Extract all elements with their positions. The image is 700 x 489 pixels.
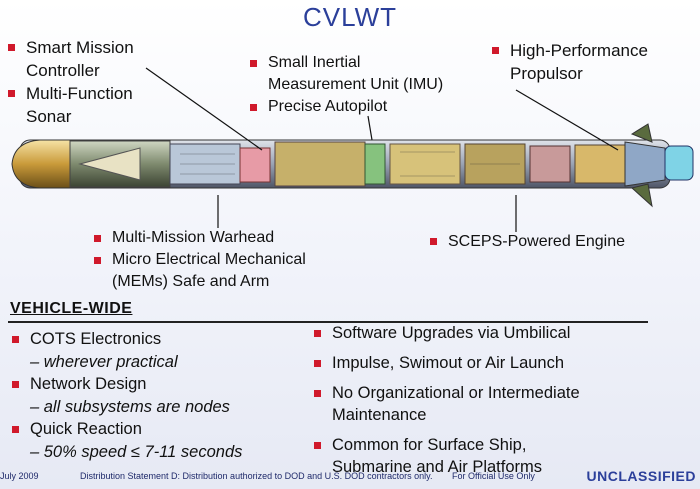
page-title: CVLWT: [302, 2, 398, 32]
callout-group-left: Smart Mission Controller Multi-Function …: [6, 36, 134, 128]
footer-official-use: For Official Use Only: [452, 471, 535, 481]
callout-propulsor: High-Performance Propulsor: [490, 39, 648, 85]
torpedo-diagram: [0, 118, 700, 208]
vehicle-wide-right-list: Software Upgrades via Umbilical Impulse,…: [312, 322, 580, 478]
callout-autopilot: Precise Autopilot: [248, 96, 443, 118]
list-item: COTS Electronics – wherever practical: [10, 328, 242, 373]
footer-date: July 2009: [0, 471, 39, 481]
torpedo-cutaway-illustration: [11, 123, 694, 208]
callout-engine: SCEPS-Powered Engine: [428, 230, 625, 253]
section-divider: [8, 321, 648, 323]
callout-group-bottom-left: Multi-Mission Warhead Micro Electrical M…: [92, 227, 306, 293]
list-item: Impulse, Swimout or Air Launch: [312, 352, 580, 374]
list-item: Network Design – all subsystems are node…: [10, 373, 242, 418]
callout-group-right: High-Performance Propulsor: [490, 39, 648, 85]
callout-group-middle: Small Inertial Measurement Unit (IMU) Pr…: [248, 52, 443, 118]
list-item: Common for Surface Ship, Submarine and A…: [312, 434, 580, 478]
callout-mems: Micro Electrical Mechanical (MEMs) Safe …: [92, 249, 306, 293]
callout-mission-controller: Smart Mission Controller: [6, 36, 134, 82]
list-item: No Organizational or Intermediate Mainte…: [312, 382, 580, 426]
callout-sonar: Multi-Function Sonar: [6, 82, 134, 128]
list-item: Software Upgrades via Umbilical: [312, 322, 580, 344]
callout-imu: Small Inertial Measurement Unit (IMU): [248, 52, 443, 96]
list-item: Quick Reaction – 50% speed ≤ 7-11 second…: [10, 418, 242, 463]
callout-warhead: Multi-Mission Warhead: [92, 227, 306, 249]
vehicle-wide-left-list: COTS Electronics – wherever practical Ne…: [10, 328, 242, 463]
vehicle-wide-header: VEHICLE-WIDE: [10, 300, 133, 317]
classification-label: UNCLASSIFIED: [586, 468, 696, 484]
callout-group-bottom-right: SCEPS-Powered Engine: [428, 230, 625, 253]
footer-distribution: Distribution Statement D: Distribution a…: [80, 471, 433, 481]
